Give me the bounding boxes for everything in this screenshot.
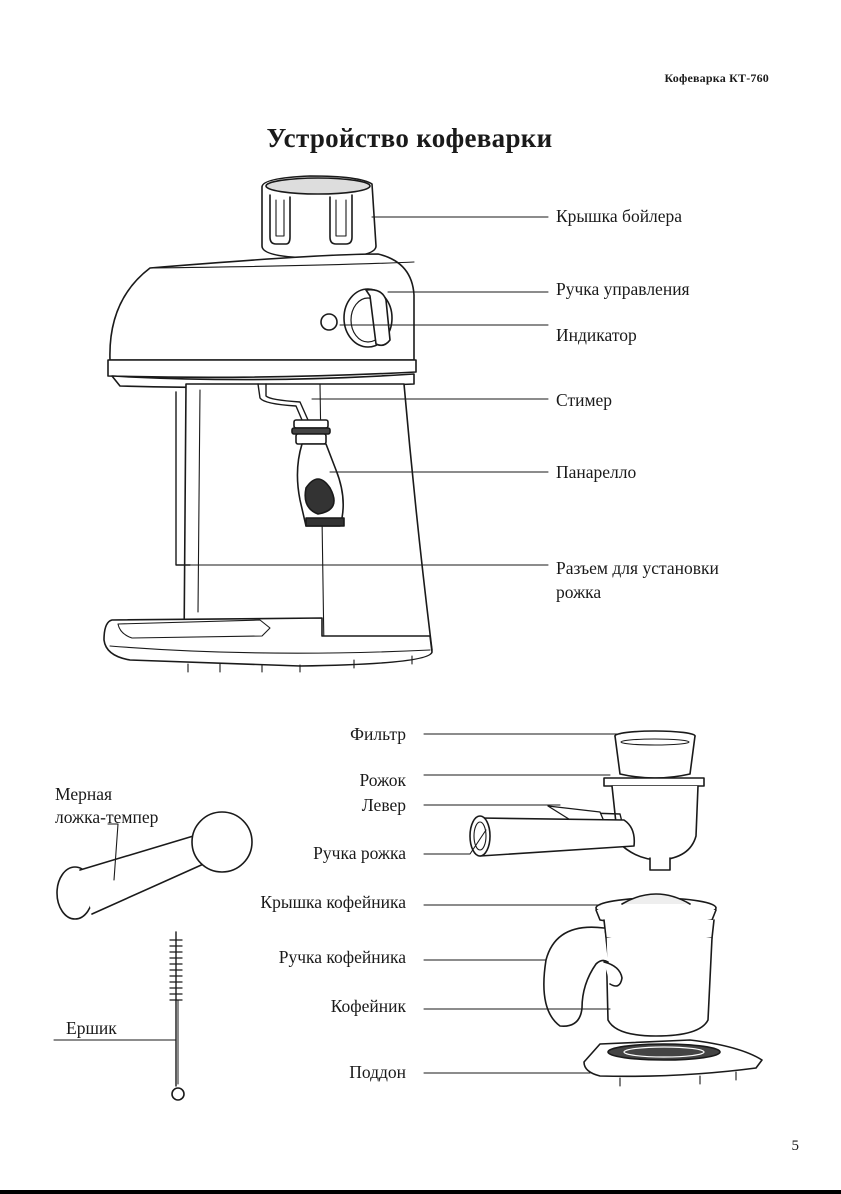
label-scoop-line2: ложка-темпер (55, 805, 158, 830)
label-scoop-line1: Мерная (55, 782, 112, 807)
boiler-lid-illustration (262, 176, 376, 258)
filter-illustration (615, 731, 695, 778)
label-pot: Кофейник (331, 994, 406, 1019)
label-holder-handle: Ручка рожка (313, 841, 406, 866)
label-panarello: Панарелло (556, 460, 636, 485)
bottom-rule (0, 1190, 841, 1194)
cleaning-brush-illustration (170, 932, 184, 1100)
page-number: 5 (792, 1138, 800, 1155)
label-control-knob: Ручка управления (556, 277, 690, 302)
control-knob-illustration (344, 289, 392, 347)
label-holder-socket-line1: Разъем для установки (556, 556, 719, 581)
label-indicator: Индикатор (556, 323, 637, 348)
label-holder-socket-line2: рожка (556, 580, 601, 605)
label-brush: Ершик (66, 1016, 117, 1041)
coffee-pot-illustration (544, 894, 716, 1036)
label-steamer: Стимер (556, 388, 612, 413)
label-filter: Фильтр (350, 722, 406, 747)
label-holder: Рожок (359, 768, 406, 793)
portafilter-illustration (470, 778, 704, 870)
label-boiler-lid: Крышка бойлера (556, 204, 682, 229)
label-tray: Поддон (349, 1060, 406, 1085)
label-lever: Левер (362, 793, 406, 818)
coffee-machine-illustration (104, 176, 432, 672)
label-pot-lid: Крышка кофейника (260, 890, 406, 915)
drip-tray-illustration (584, 1040, 762, 1086)
label-pot-handle: Ручка кофейника (279, 945, 406, 970)
